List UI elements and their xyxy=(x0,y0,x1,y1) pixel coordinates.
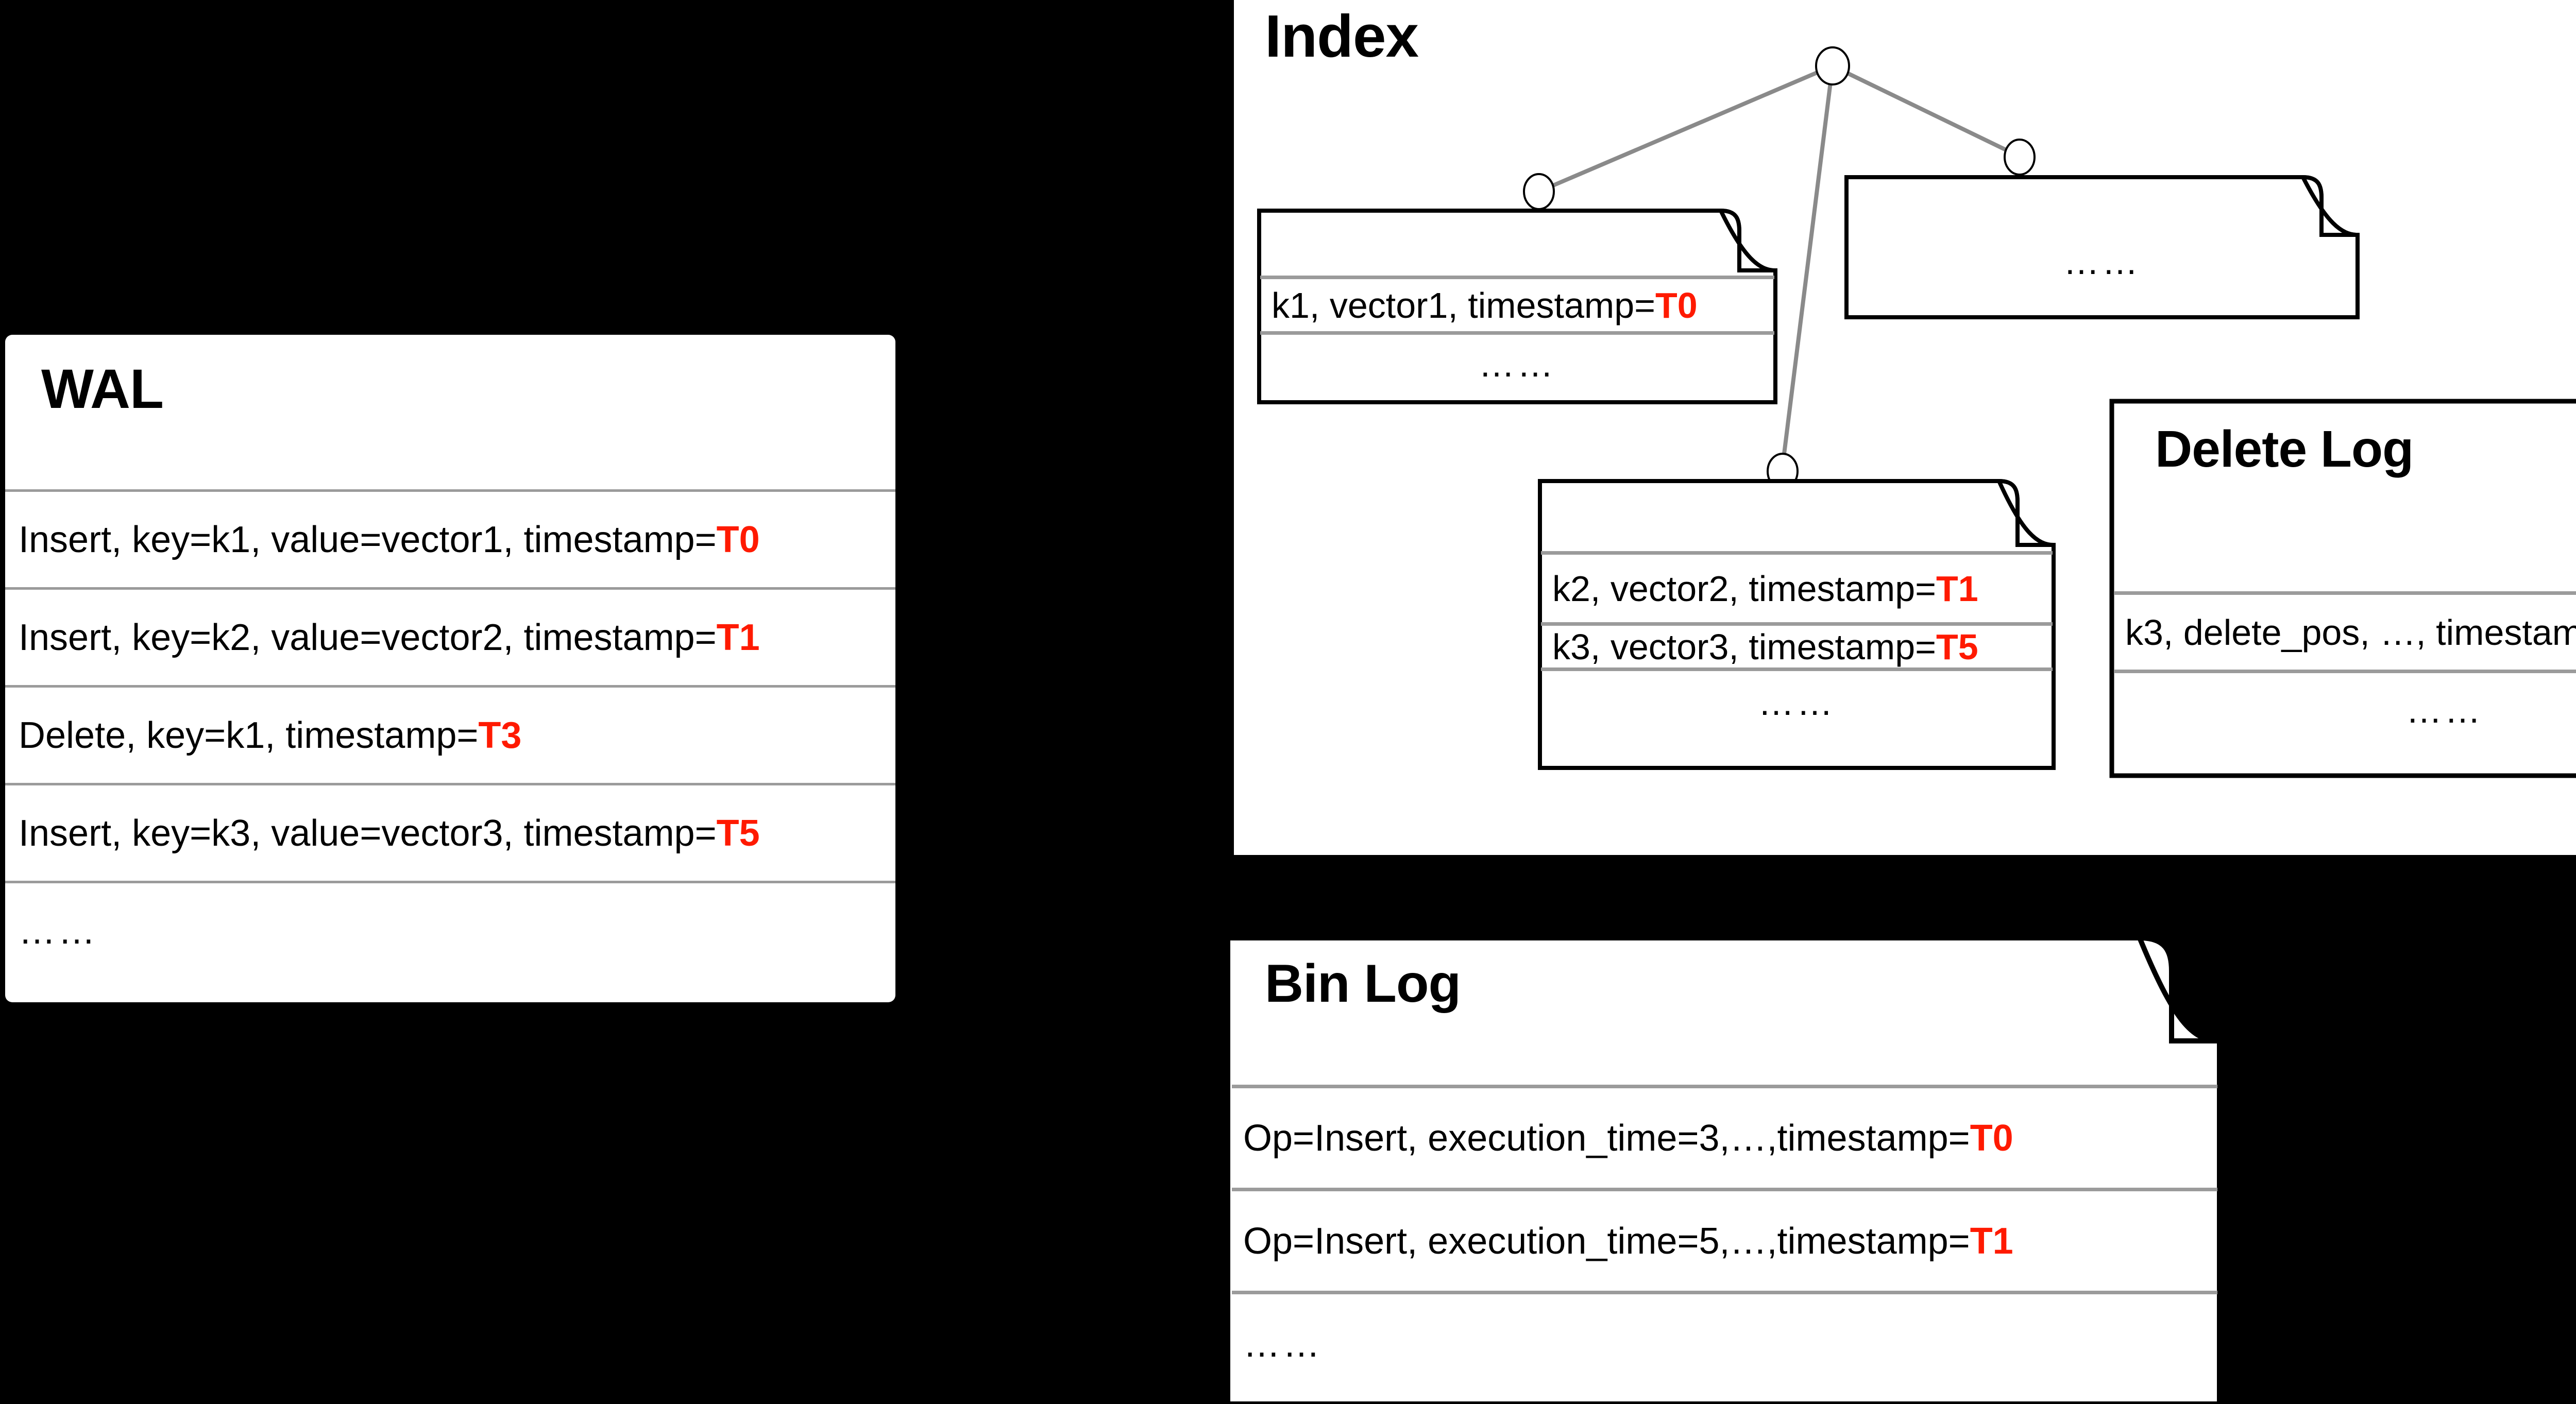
wal-row-text: Insert, key=k1, value=vector1, timestamp… xyxy=(19,519,717,560)
bin-log-row-text: Op=Insert, execution_time=5,…,timestamp= xyxy=(1243,1220,1970,1262)
wal-row-text: Delete, key=k1, timestamp= xyxy=(19,714,479,756)
wal-row-timestamp: T0 xyxy=(716,519,760,560)
wal-row[interactable]: Insert, key=k2, value=vector2, timestamp… xyxy=(5,587,895,685)
bin-log-title: Bin Log xyxy=(1265,954,1461,1014)
ellipsis-card-outline xyxy=(1844,175,2360,319)
bin-log-rows: Op=Insert, execution_time=3,…,timestamp=… xyxy=(1232,1085,2217,1394)
bin-log-row[interactable]: …… xyxy=(1232,1291,2217,1394)
delete-log-rows: k3, delete_pos, …, timestamp=T3 …… xyxy=(2114,591,2576,747)
index-card-row-timestamp: T0 xyxy=(1655,285,1698,326)
wal-row[interactable]: Delete, key=k1, timestamp=T3 xyxy=(5,685,895,783)
wal-row-timestamp: T3 xyxy=(478,714,522,756)
wal-row[interactable]: …… xyxy=(5,881,895,979)
delete-log-row-text: …… xyxy=(2406,690,2483,730)
bin-log-row[interactable]: Op=Insert, execution_time=5,…,timestamp=… xyxy=(1232,1188,2217,1291)
index-card-row-text: k1, vector1, timestamp= xyxy=(1272,285,1656,326)
wal-row-text: …… xyxy=(19,910,98,952)
bin-log-row[interactable]: Op=Insert, execution_time=3,…,timestamp=… xyxy=(1232,1085,2217,1188)
index-card-row[interactable]: …… xyxy=(1541,667,2053,733)
delete-log-row[interactable]: …… xyxy=(2114,670,2576,747)
k2-k3-card-rows: k2, vector2, timestamp=T1 k3, vector3, t… xyxy=(1541,551,2053,733)
bin-log-outline xyxy=(1225,935,2222,1404)
index-card-row-text: …… xyxy=(2063,242,2141,282)
delete-log-row-text: k3, delete_pos, …, timestamp= xyxy=(2125,612,2576,653)
bin-log-row-text: Op=Insert, execution_time=3,…,timestamp= xyxy=(1243,1117,1970,1159)
delete-log-card[interactable]: Delete Log k3, delete_pos, …, timestamp=… xyxy=(2109,399,2576,778)
wal-row-list: Insert, key=k1, value=vector1, timestamp… xyxy=(5,489,895,979)
delete-log-row[interactable]: k3, delete_pos, …, timestamp=T3 xyxy=(2114,591,2576,670)
bin-log-card[interactable]: Bin Log Op=Insert, execution_time=3,…,ti… xyxy=(1225,935,2222,1404)
index-card-row[interactable]: k3, vector3, timestamp=T5 xyxy=(1541,622,2053,667)
wal-row-text: Insert, key=k3, value=vector3, timestamp… xyxy=(19,812,717,854)
bin-log-row-timestamp: T1 xyxy=(1970,1220,2013,1262)
bin-log-row-text: …… xyxy=(1243,1323,1323,1365)
bin-log-row-timestamp: T0 xyxy=(1970,1117,2013,1159)
index-card-row-text: …… xyxy=(1758,682,1836,723)
wal-row-timestamp: T1 xyxy=(716,617,760,658)
wal-row[interactable]: Insert, key=k1, value=vector1, timestamp… xyxy=(5,489,895,587)
k1-card[interactable]: k1, vector1, timestamp=T0 …… xyxy=(1257,208,1777,404)
wal-row-text: Insert, key=k2, value=vector2, timestamp… xyxy=(19,617,717,658)
ellipsis-card[interactable]: …… xyxy=(1844,175,2360,319)
index-card-row-timestamp: T1 xyxy=(1936,568,1978,609)
index-title: Index xyxy=(1265,3,1419,70)
k1-card-outline xyxy=(1257,208,1777,404)
index-card-row-text: k3, vector3, timestamp= xyxy=(1552,626,1937,667)
wal-row-timestamp: T5 xyxy=(716,812,760,854)
index-card-row-text: …… xyxy=(1479,344,1556,384)
index-card-row-timestamp: T5 xyxy=(1936,626,1978,667)
wal-panel: WAL Insert, key=k1, value=vector1, times… xyxy=(5,335,895,1002)
index-card-row[interactable]: k2, vector2, timestamp=T1 xyxy=(1541,551,2053,622)
index-card-row-text: k2, vector2, timestamp= xyxy=(1552,568,1937,609)
wal-row[interactable]: Insert, key=k3, value=vector3, timestamp… xyxy=(5,783,895,881)
k2-k3-card[interactable]: k2, vector2, timestamp=T1 k3, vector3, t… xyxy=(1538,478,2056,770)
k1-card-rows: k1, vector1, timestamp=T0 …… xyxy=(1260,276,1774,393)
delete-log-title: Delete Log xyxy=(2155,420,2414,478)
index-card-row[interactable]: …… xyxy=(1260,331,1774,393)
wal-title: WAL xyxy=(41,357,164,420)
delete-log-outline xyxy=(2109,399,2576,778)
index-card-row[interactable]: k1, vector1, timestamp=T0 xyxy=(1260,276,1774,331)
ellipsis-card-body: …… xyxy=(1844,175,2360,319)
